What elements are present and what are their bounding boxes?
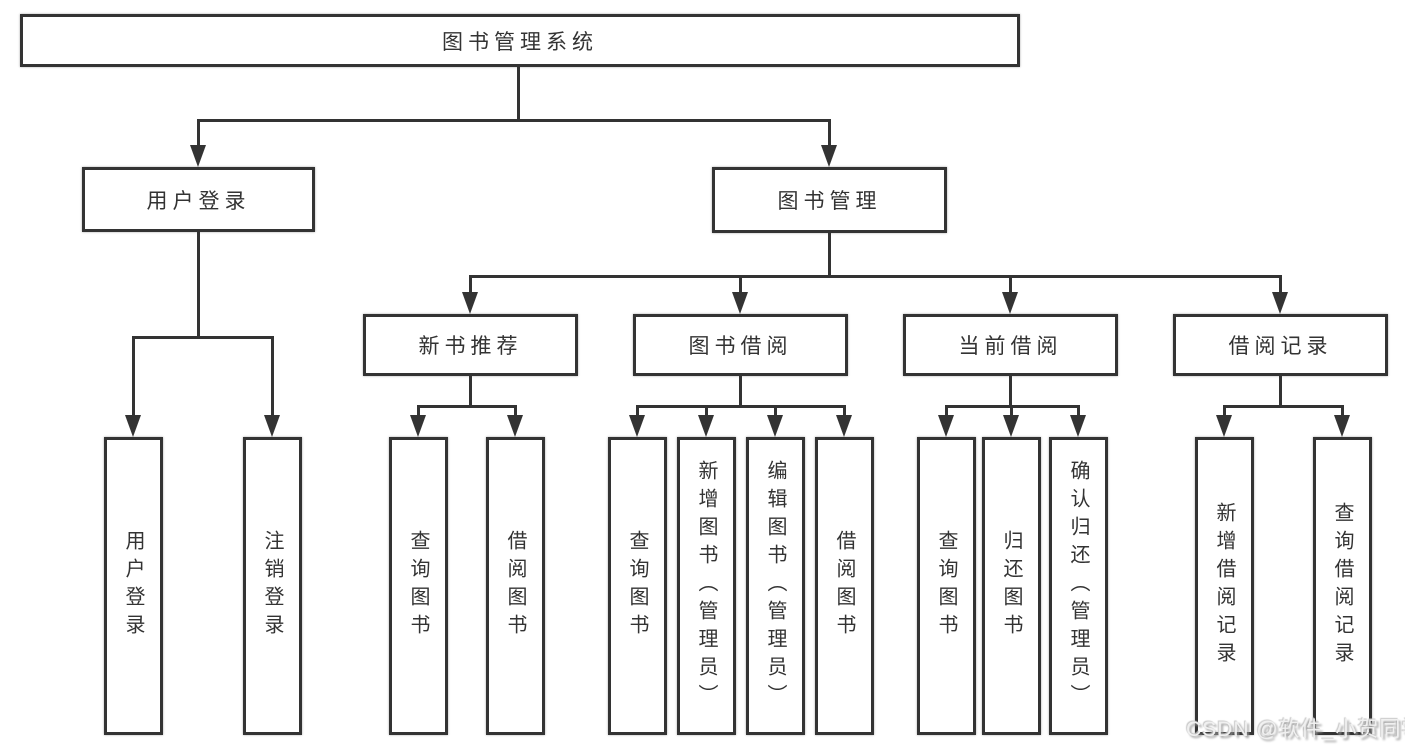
- connector-leaf-stem: [705, 408, 708, 417]
- arrow-to-book-mgmt: [821, 145, 837, 167]
- arrow-to-leaf: [938, 415, 954, 437]
- connector-root-stem: [517, 67, 520, 119]
- connector-section-trunk: [1009, 376, 1012, 407]
- connector-section-bar: [945, 405, 1080, 408]
- arrow-to-section: [462, 292, 478, 314]
- leaf-user-login: 用户登录: [104, 437, 163, 735]
- leaf-query-book-newbook: 查询图书: [389, 437, 448, 735]
- connector-level3-stem: [469, 278, 472, 293]
- connector-leaf-stem: [636, 408, 639, 417]
- arrow-to-leaf: [410, 415, 426, 437]
- node-new-book-recommend: 新书推荐: [363, 314, 578, 376]
- watermark: CSDN @软件_小贺同学: [1186, 718, 1405, 741]
- connector-leaf-stem: [1223, 408, 1226, 417]
- arrow-to-leaf: [1070, 415, 1086, 437]
- leaf-borrow-book: 借阅图书: [815, 437, 874, 735]
- arrow-to-leaf: [698, 415, 714, 437]
- connector-leaf-stem: [417, 408, 420, 417]
- arrow-to-leaf: [507, 415, 523, 437]
- connector-section-bar: [1223, 405, 1344, 408]
- leaf-query-book-borrow: 查询图书: [608, 437, 667, 735]
- connector-level3-stem: [739, 278, 742, 293]
- leaf-add-book-admin: 新增图书（管理员）: [677, 437, 736, 735]
- leaf-borrow-book-newbook: 借阅图书: [486, 437, 545, 735]
- node-root: 图书管理系统: [20, 14, 1020, 67]
- arrow-to-section: [1272, 292, 1288, 314]
- connector-section-trunk: [1279, 376, 1282, 407]
- connector-leaf-stem: [843, 408, 846, 417]
- connector-leaf-stem: [774, 408, 777, 417]
- connector-login-leaf-stem: [271, 339, 274, 417]
- node-borrow-records: 借阅记录: [1173, 314, 1388, 376]
- node-current-borrow: 当前借阅: [903, 314, 1118, 376]
- connector-leaf-stem: [945, 408, 948, 417]
- node-book-mgmt: 图书管理: [712, 167, 947, 233]
- arrow-to-user-login: [190, 145, 206, 167]
- connector-level3-stem: [1009, 278, 1012, 293]
- connector-leaf-stem: [1341, 408, 1344, 417]
- arrow-to-leaf: [1334, 415, 1350, 437]
- leaf-edit-book-admin: 编辑图书（管理员）: [746, 437, 805, 735]
- connector-section-bar: [417, 405, 517, 408]
- connector-login-leaf-stem: [132, 339, 135, 417]
- arrow-to-leaf: [767, 415, 783, 437]
- leaf-add-borrow-record: 新增借阅记录: [1195, 437, 1254, 735]
- arrow-to-section: [1002, 292, 1018, 314]
- connector-mgmt-trunk: [828, 233, 831, 278]
- leaf-query-borrow-record: 查询借阅记录: [1313, 437, 1372, 735]
- connector-login-drop: [197, 122, 200, 148]
- leaf-query-book-current: 查询图书: [917, 437, 976, 735]
- connector-level3-bar: [469, 275, 1282, 278]
- connector-section-bar: [636, 405, 846, 408]
- connector-login-trunk: [197, 232, 200, 339]
- connector-leaf-stem: [1077, 408, 1080, 417]
- arrow-to-leaf: [836, 415, 852, 437]
- connector-section-trunk: [469, 376, 472, 407]
- arrow-to-leaf: [1216, 415, 1232, 437]
- leaf-return-book: 归还图书: [982, 437, 1041, 735]
- node-user-login: 用户登录: [82, 167, 315, 232]
- node-book-borrow: 图书借阅: [633, 314, 848, 376]
- connector-level2-bar: [197, 119, 831, 122]
- arrow-to-leaf: [1003, 415, 1019, 437]
- connector-level3-stem: [1279, 278, 1282, 293]
- arrow-to-leaf: [264, 415, 280, 437]
- leaf-confirm-return-admin: 确认归还（管理员）: [1049, 437, 1108, 735]
- arrow-to-leaf: [125, 415, 141, 437]
- connector-mgmt-drop: [828, 122, 831, 148]
- leaf-logout: 注销登录: [243, 437, 302, 735]
- arrow-to-section: [732, 292, 748, 314]
- arrow-to-leaf: [629, 415, 645, 437]
- connector-leaf-stem: [514, 408, 517, 417]
- connector-login-bar: [132, 336, 274, 339]
- connector-section-trunk: [739, 376, 742, 407]
- connector-leaf-stem: [1010, 408, 1013, 417]
